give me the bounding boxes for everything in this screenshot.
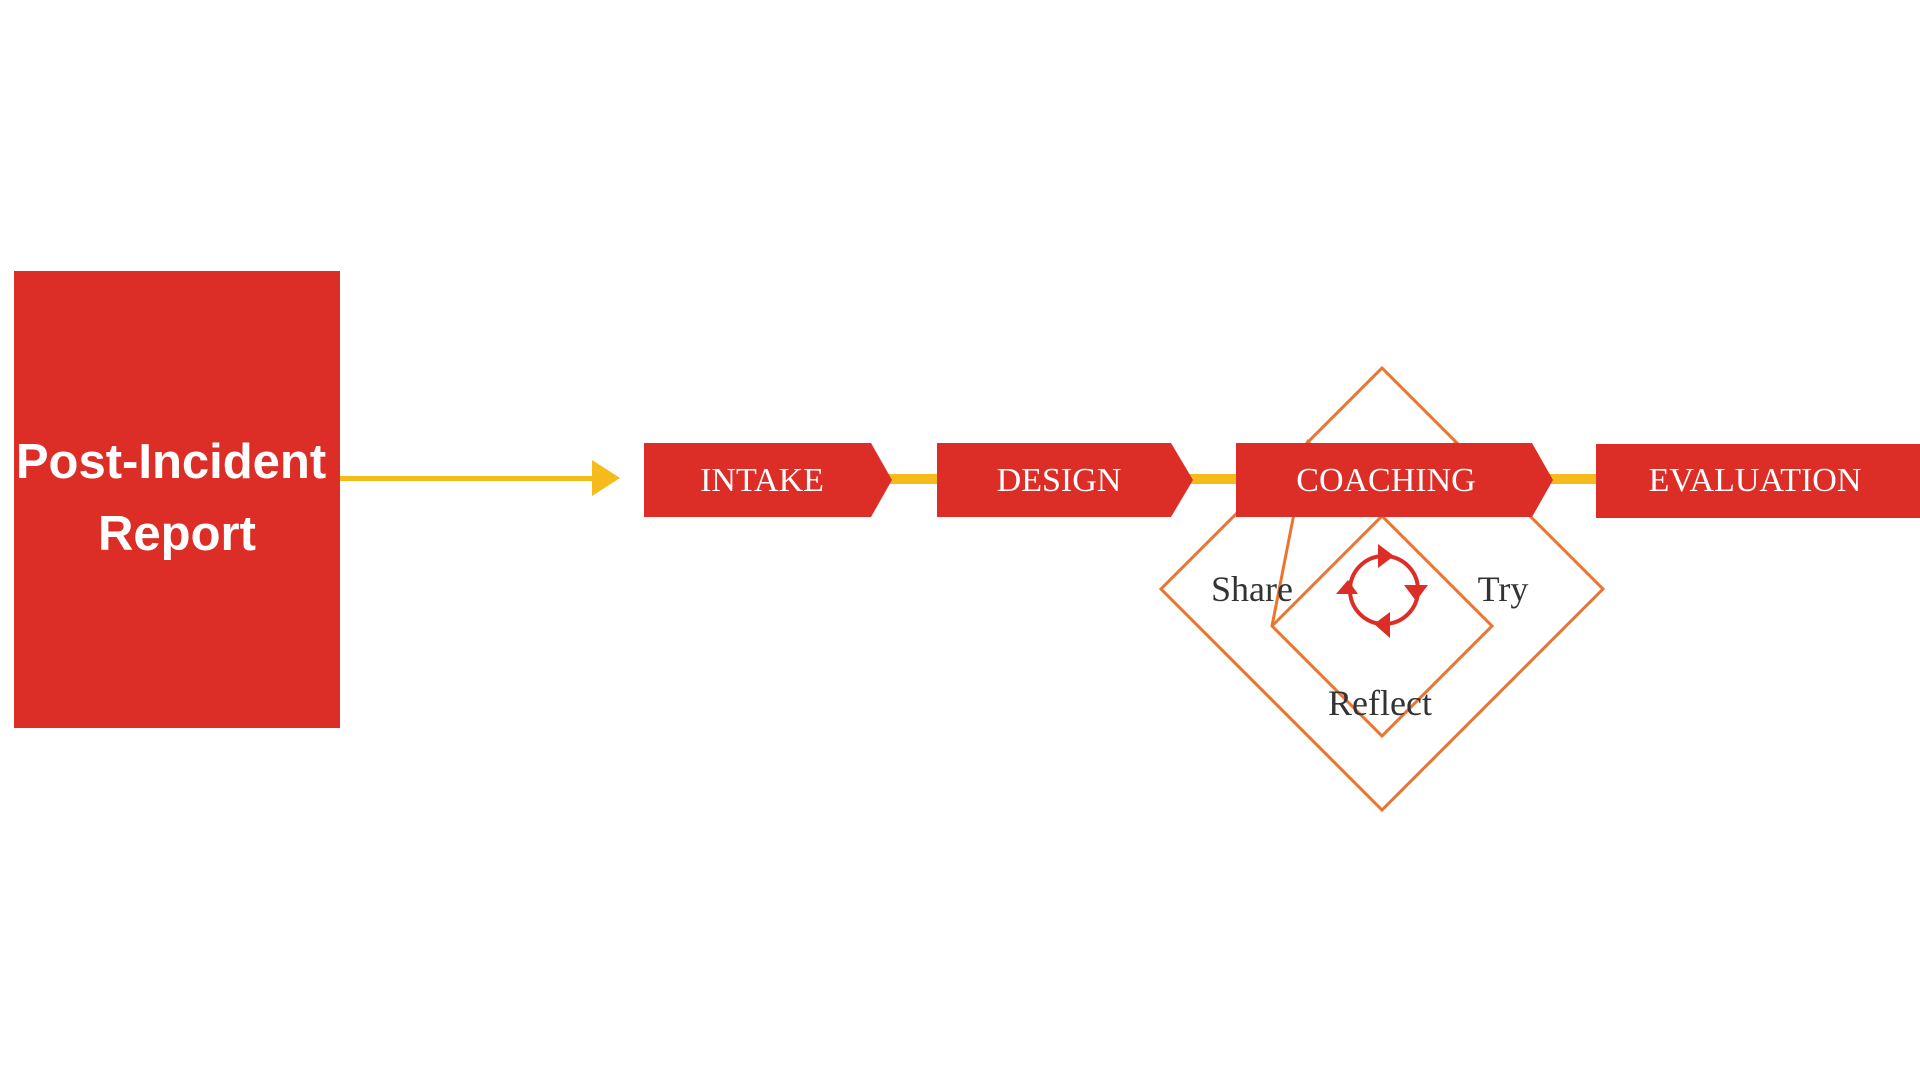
stage-coaching-shape — [1236, 443, 1553, 517]
cycle-reflect-label: Reflect — [1328, 683, 1432, 723]
report-arrow-head — [592, 460, 620, 496]
report-title-line1: Post-Incident — [16, 435, 326, 489]
stage-evaluation-shape — [1596, 444, 1920, 518]
stage-intake-shape — [644, 443, 892, 517]
report-title-line2: Report — [98, 507, 256, 561]
stage-design-label: DESIGN — [997, 462, 1122, 499]
diamond-divider-left — [1270, 438, 1495, 739]
connector-intake-design — [888, 474, 938, 484]
connector-coaching-evaluation — [1542, 474, 1596, 484]
cycle-share-label: Share — [1211, 569, 1293, 609]
connector-design-coaching — [1184, 474, 1236, 484]
cycle-try-label: Try — [1478, 569, 1529, 609]
stage-coaching-label: COACHING — [1296, 462, 1475, 499]
report-arrow-line — [340, 476, 594, 481]
stage-design: DESIGN — [937, 443, 1193, 517]
stage-coaching: COACHING — [1236, 443, 1553, 517]
stage-evaluation: EVALUATION — [1596, 444, 1920, 518]
post-incident-report-box: Post-Incident Report — [14, 271, 340, 728]
refresh-cycle-icon — [1336, 544, 1428, 638]
report-arrow — [340, 460, 620, 496]
stage-design-shape — [937, 443, 1193, 517]
stage-intake: INTAKE — [644, 443, 892, 517]
stage-intake-label: INTAKE — [700, 462, 824, 499]
report-background — [14, 271, 340, 728]
stage-evaluation-label: EVALUATION — [1649, 462, 1862, 499]
